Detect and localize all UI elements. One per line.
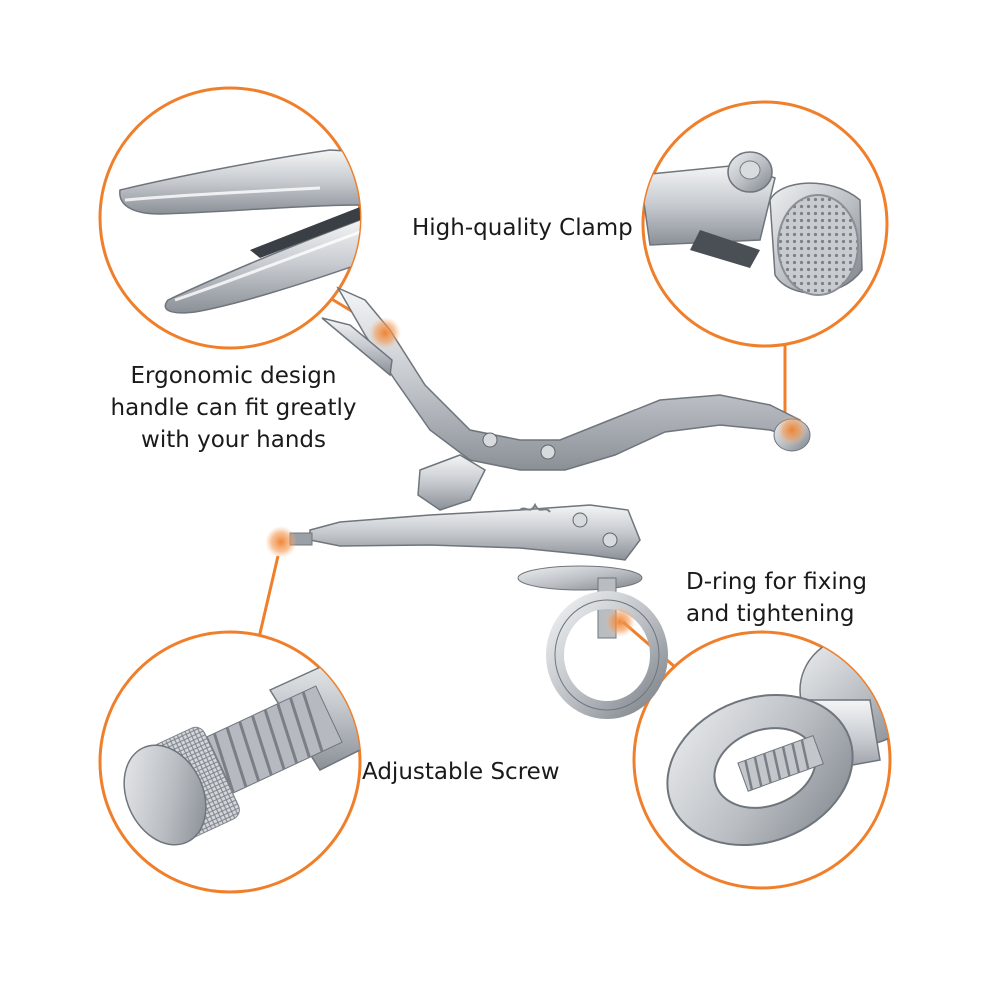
d-ring-callout-label: D-ring for fixing and tightening (686, 566, 867, 630)
screw-callout-label: Adjustable Screw (362, 759, 560, 785)
d-ring-icon (632, 630, 892, 890)
jaw-detail-icon (98, 86, 362, 350)
d-ring-callout-line-2: and tightening (686, 601, 855, 627)
handle-callout-line-1: Ergonomic design (130, 363, 337, 389)
handle-callout-line-2: handle can fit greatly (110, 395, 357, 421)
highlight-markers (265, 317, 807, 637)
d-ring-callout-line-1: D-ring for fixing (686, 569, 867, 595)
adjustable-screw-icon (98, 630, 362, 894)
handle-callout-line-3: with your hands (141, 427, 326, 453)
clamp-callout-label: High-quality Clamp (412, 215, 633, 241)
clamp-pad-icon (641, 100, 889, 348)
handle-callout-label: Ergonomic design handle can fit greatly … (96, 360, 371, 456)
